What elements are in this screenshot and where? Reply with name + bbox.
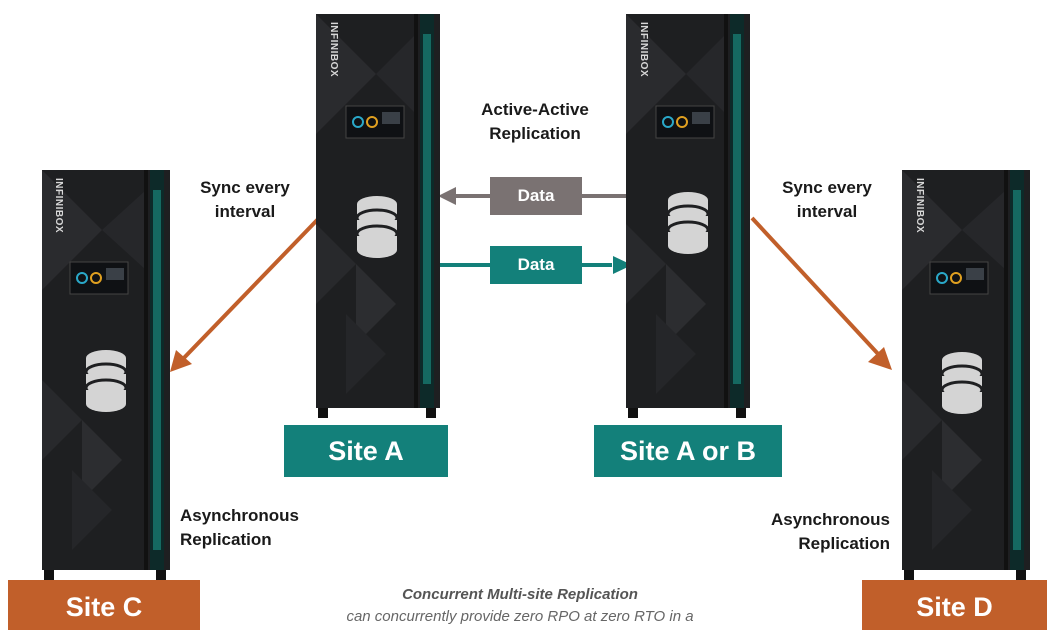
async-arrow-right [750,216,882,358]
brand-site-c: INFINIBOX [53,178,64,234]
data-box-teal: Data [490,246,582,284]
data-arrow-teal-head [613,256,632,274]
async-label-right: Asynchronous Replication [770,510,890,553]
data-box-gray: Data [490,177,582,215]
async-label-left: Asynchronous Replication [180,506,300,549]
async-arrow-left [178,213,324,364]
sync-label-left: Sync every interval [200,178,290,221]
rack-site-a-or-b [626,14,750,418]
database-icon [940,352,984,414]
async-arrow-left-head [170,350,192,372]
rack-site-a [316,14,440,418]
brand-site-d: INFINIBOX [914,178,925,234]
site-d-banner: Site D [862,580,1047,630]
caption-subtitle: can concurrently provide zero RPO at zer… [346,608,694,625]
data-arrow-gray-head [438,187,456,205]
caption-title: Concurrent Multi-site Replication [402,586,638,603]
site-a-or-b-banner: Site A or B [594,425,782,477]
database-icon [355,196,399,258]
active-active-label: Active-Active Replication [481,100,589,143]
database-icon [666,192,710,254]
rack-site-c [42,170,170,580]
database-icon [84,350,128,412]
site-c-banner: Site C [8,580,200,630]
sync-label-right: Sync every interval [782,178,872,221]
brand-site-a-or-b: INFINIBOX [638,22,649,78]
site-a-banner: Site A [284,425,448,477]
async-arrow-right-head [868,347,892,370]
brand-site-a: INFINIBOX [328,22,339,78]
